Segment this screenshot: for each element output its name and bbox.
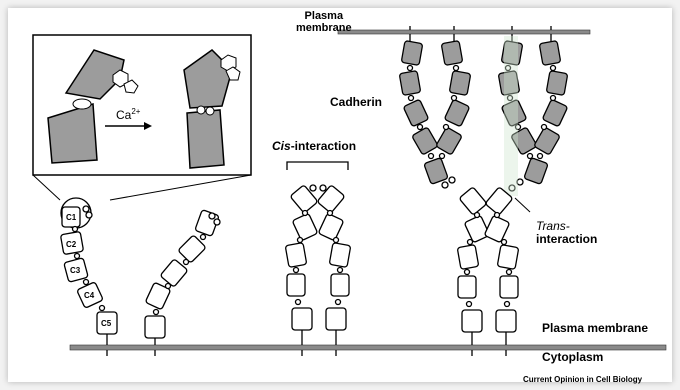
cadherin-monomer-labelled: [60, 206, 117, 356]
calcium-arrow-head: [144, 122, 152, 130]
label-cis-suffix: -interaction: [291, 139, 356, 153]
trans-interaction-pointer: [515, 198, 530, 212]
domain-label-c4: C4: [84, 291, 95, 300]
label-calcium-symbol: Ca: [116, 108, 131, 122]
label-calcium: Ca2+: [116, 108, 140, 122]
label-plasma-membrane-bottom: Plasma membrane: [542, 322, 648, 335]
label-credit: Current Opinion in Cell Biology: [523, 376, 642, 385]
label-cadherin: Cadherin: [330, 96, 382, 109]
label-calcium-charge: 2+: [131, 107, 140, 116]
label-plasma-membrane-top-line1: Plasma: [296, 10, 352, 22]
trans-complex-lower: [457, 187, 519, 356]
inset-domain-pair-bound: [184, 50, 240, 168]
inset-domain-pair-unbound: [48, 50, 138, 163]
cis-dimer: [285, 162, 351, 356]
label-trans-interaction: Trans- interaction: [536, 220, 597, 246]
inset-connector-right: [110, 175, 251, 200]
plasma-membrane-top: [338, 30, 590, 34]
domain-label-c1: C1: [66, 213, 77, 222]
domain-label-c2: C2: [66, 240, 77, 249]
domain-label-c5: C5: [101, 319, 112, 328]
trans-complex-upper: [399, 26, 568, 191]
label-cytoplasm: Cytoplasm: [542, 351, 603, 364]
label-cis-prefix: Cis: [272, 139, 291, 153]
label-plasma-membrane-top: Plasma membrane: [296, 10, 352, 34]
inset-connector-left: [33, 175, 60, 200]
domain-label-c3: C3: [70, 266, 81, 275]
label-trans-suffix: interaction: [536, 233, 597, 246]
label-plasma-membrane-top-line2: membrane: [296, 22, 352, 34]
label-cis-interaction: Cis-interaction: [272, 140, 356, 153]
cadherin-monomer-extended: [145, 210, 220, 356]
highlight-band: [504, 36, 518, 196]
